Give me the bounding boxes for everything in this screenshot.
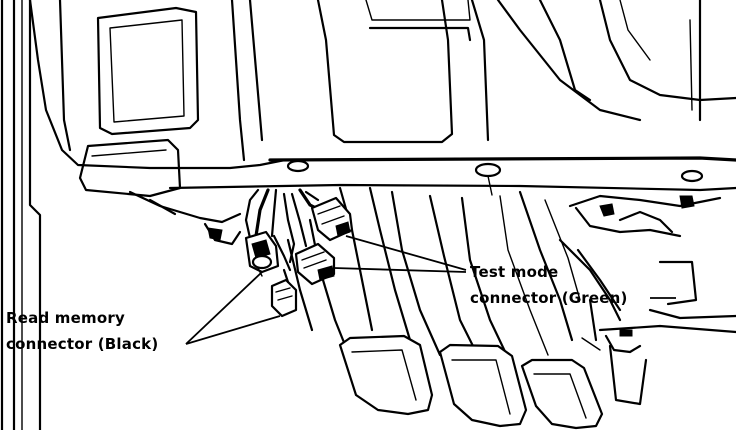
right-side-hardware <box>558 194 736 406</box>
test-mode-connector-upper <box>310 196 354 242</box>
test-mode-connector-lower <box>294 242 336 286</box>
test-mode-connector-color-label: connector (Green) <box>470 289 628 307</box>
pedal-left <box>338 334 434 416</box>
read-memory-connector-upper <box>244 230 280 277</box>
read-memory-connector-lower <box>270 268 298 318</box>
pedal-center <box>438 343 528 428</box>
leader-lines <box>185 235 676 345</box>
read-memory-connector-label: Read memory <box>6 309 125 327</box>
pedal-right <box>520 358 604 430</box>
door-pillar <box>0 0 42 430</box>
test-mode-connector-label: Test mode <box>470 263 559 281</box>
read-memory-connector-color-label: connector (Black) <box>6 335 159 353</box>
pedal-support <box>286 186 581 364</box>
bracket-left <box>128 190 242 246</box>
dashboard-lower-panel <box>28 0 736 198</box>
